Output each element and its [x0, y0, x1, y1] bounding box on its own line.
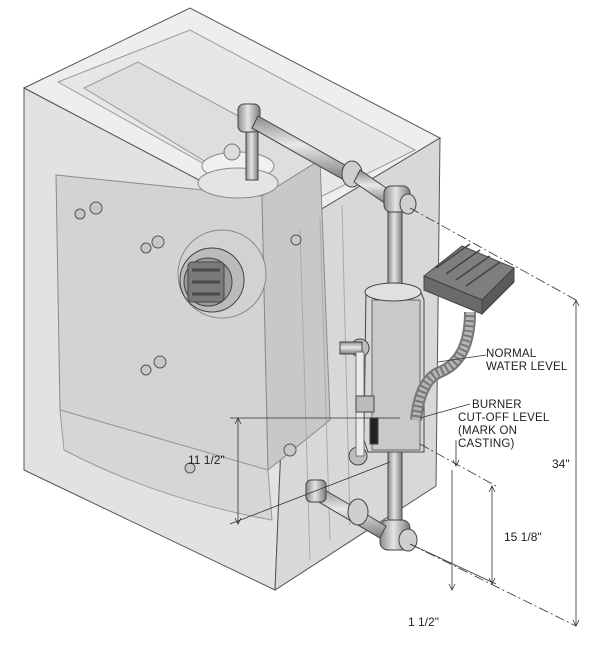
dimension-15-1-8: 15 1/8" [504, 530, 542, 544]
burner-cutoff-label-line4: CASTING) [458, 438, 515, 450]
burner-cutoff-leader [419, 403, 471, 419]
burner-cutoff-label-line1: BURNER [472, 399, 522, 411]
top-piping [237, 103, 417, 215]
dimension-lines [229, 207, 580, 627]
normal-water-label-line2: WATER LEVEL [486, 361, 568, 373]
normal-water-leader [437, 354, 487, 363]
burner-cutoff-label-line2: CUT-OFF LEVEL [458, 412, 550, 424]
burner-port [177, 229, 267, 319]
dimension-11-1-2: 11 1/2" [188, 453, 225, 467]
dimension-1-1-2: 1 1/2" [408, 615, 439, 629]
water-column [305, 211, 515, 552]
leader-lines [419, 354, 487, 419]
dimension-34: 34" [552, 457, 570, 471]
burner-cutoff-label-line3: (MARK ON [458, 425, 517, 437]
casting-bolts [74, 201, 302, 474]
normal-water-label-line1: NORMAL [486, 348, 537, 360]
